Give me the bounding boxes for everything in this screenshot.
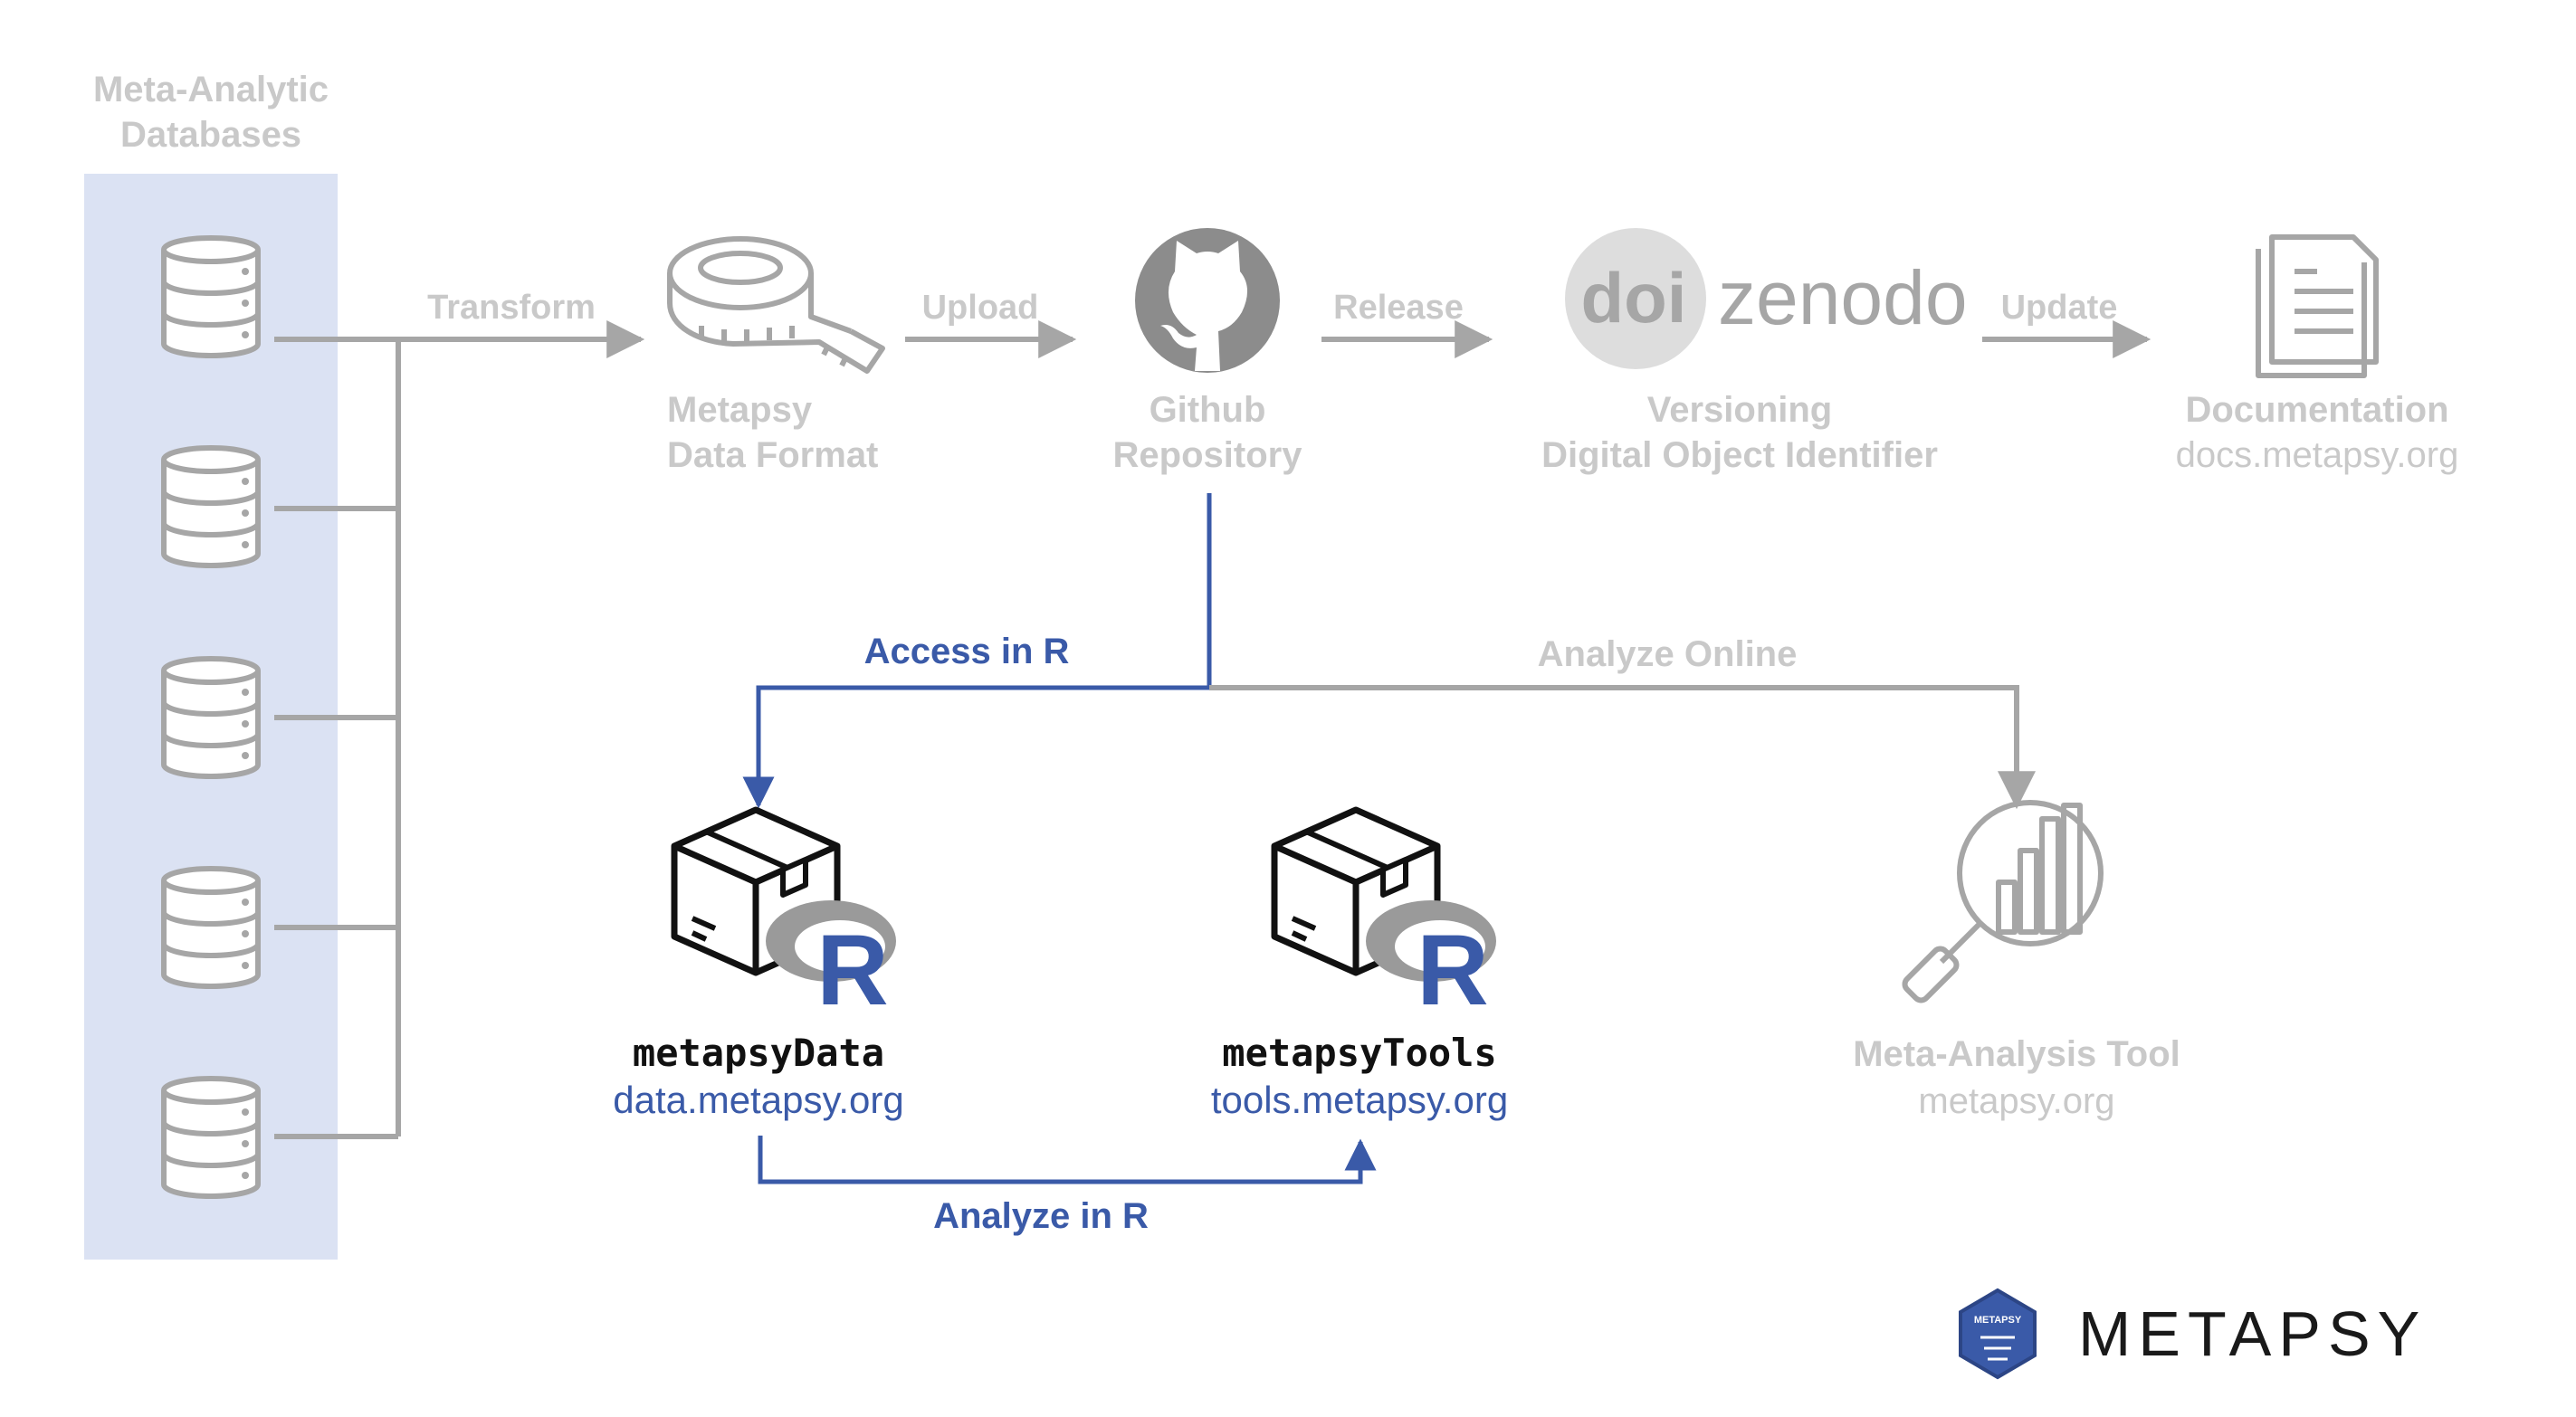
metapsytools-url[interactable]: tools.metapsy.org — [1211, 1079, 1508, 1121]
metapsy-badge-text: METAPSY — [1974, 1315, 2022, 1326]
docs-line2: docs.metapsy.org — [2176, 435, 2459, 475]
r-letter: R — [1417, 915, 1488, 1026]
database-icon — [164, 659, 258, 776]
zenodo-line1: Versioning — [1647, 390, 1833, 430]
access-in-r-arrow — [742, 493, 1212, 809]
upload-label: Upload — [922, 289, 1039, 327]
release-label: Release — [1333, 289, 1464, 327]
metapsy-wordmark: METAPSY — [2078, 1298, 2427, 1369]
analyze-online-label: Analyze Online — [1538, 634, 1798, 674]
document-icon — [2256, 234, 2379, 378]
github-icon — [1135, 228, 1280, 373]
database-icon — [164, 448, 258, 566]
analyze-online-arrow — [1209, 685, 2036, 810]
r-package-icon: R — [1274, 810, 1496, 1026]
analyze-in-r-label: Analyze in R — [933, 1196, 1149, 1236]
github-line2: Repository — [1113, 435, 1303, 475]
github-line1: Github — [1150, 390, 1266, 430]
zenodo-line2: Digital Object Identifier — [1541, 435, 1938, 475]
r-letter: R — [816, 915, 888, 1026]
databases-title-line1: Meta-Analytic — [93, 70, 329, 109]
docs-line1: Documentation — [2185, 390, 2448, 430]
zenodo-logo-text: zenodo — [1718, 255, 1968, 340]
metapsy-logo: METAPSY — [1959, 1288, 2037, 1380]
metapsydata-url[interactable]: data.metapsy.org — [613, 1079, 903, 1121]
metapsydata-name: metapsyData — [633, 1031, 884, 1075]
zenodo-logo: doi zenodo — [1565, 228, 1968, 369]
database-icon — [164, 238, 258, 356]
metapsytools-name: metapsyTools — [1222, 1031, 1496, 1075]
database-icon — [164, 869, 258, 986]
analyze-in-r-arrow — [758, 1136, 1377, 1184]
r-package-icon: R — [674, 810, 896, 1026]
format-line2: Data Format — [667, 435, 878, 475]
databases-title-line2: Databases — [120, 115, 301, 155]
access-in-r-label: Access in R — [864, 632, 1070, 671]
database-icon — [164, 1079, 258, 1196]
format-line1: Metapsy — [667, 390, 813, 430]
transform-label: Transform — [427, 289, 596, 327]
update-label: Update — [2001, 289, 2118, 327]
tool-line2: metapsy.org — [1918, 1081, 2114, 1121]
doi-logo-text: doi — [1581, 258, 1687, 338]
measuring-tape-icon — [667, 236, 885, 374]
database-connectors — [274, 337, 401, 1139]
tool-line1: Meta-Analysis Tool — [1853, 1034, 2180, 1074]
magnifier-chart-icon — [1902, 800, 2104, 1003]
